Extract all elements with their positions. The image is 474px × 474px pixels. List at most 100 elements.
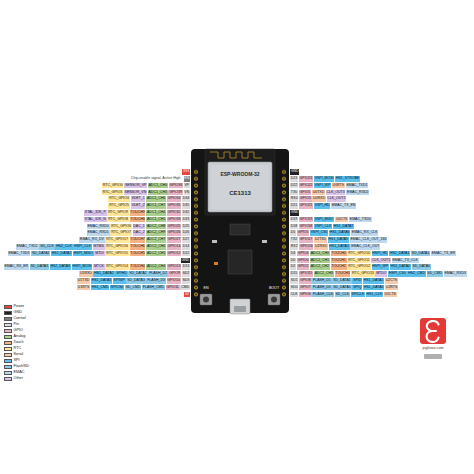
pin-tag: D5: [290, 230, 296, 236]
pin-function: RX0: [291, 196, 298, 200]
pin-function: ADC1_CH6: [147, 196, 165, 200]
pin-tag: D13: [182, 264, 190, 270]
pin-tag: GPIO0: [297, 258, 309, 264]
pin-tag: GPIO19: [299, 217, 313, 223]
pin-tag: HS1_DATA6: [329, 230, 350, 236]
legend-swatch: [4, 335, 12, 339]
pin-tag: ADC2_CH0: [310, 251, 330, 257]
legend-text: GPIO: [14, 328, 24, 332]
pin-tag: GPIO22: [299, 183, 313, 189]
board-marking: ESP-WROOM-32: [220, 172, 259, 178]
pin-function: HSPI_HD: [372, 251, 387, 255]
pin-tag: ADC1_CH6: [146, 196, 166, 202]
pin-function: SD_DATA1: [412, 251, 430, 255]
pin-tag: 5V: [184, 292, 190, 298]
pin-function: SD1: [291, 278, 298, 282]
pin-tag: 3V3: [182, 169, 190, 175]
pin-tag: D26: [182, 230, 190, 236]
pin-tag: SD2: [182, 271, 190, 277]
pin-tag: VSPI_MISO: [314, 217, 334, 223]
right-header: [280, 169, 288, 298]
legend-entry: Pin: [4, 322, 19, 327]
legend-text: GND: [14, 310, 22, 314]
pin-tag: SD_DATA1: [332, 278, 351, 284]
pin-tag: D18: [290, 224, 298, 230]
pin-tag: CLK_OUT2: [327, 196, 347, 202]
legend-entry: Analog: [4, 334, 25, 339]
pin-tag: U0RXD: [312, 196, 325, 202]
legend-swatch: [4, 371, 12, 375]
pin-function: HSPI_MOSI: [72, 264, 91, 268]
pin-tag: EMAC_CLK_OUT: [350, 244, 380, 250]
pin-tag: GPIO25: [167, 224, 181, 230]
legend-swatch: [4, 317, 12, 321]
pin-tag: GPIO8: [299, 278, 311, 284]
pin-tag: SD_CMD: [125, 285, 141, 291]
pin-tag: SD_DATA0: [412, 264, 431, 270]
pin-tag: GND: [290, 210, 299, 216]
legend-swatch: [4, 341, 12, 345]
pin-function: SD_CMD: [126, 285, 141, 289]
pin-tag: GPIO21: [299, 203, 313, 209]
pin-function: EMAC_RX_CLK: [352, 230, 378, 234]
pin-tag: RTC_GPIO16: [105, 244, 128, 250]
pin-tag: VDET_1: [131, 196, 146, 202]
pin-function: HS1_STROBE: [336, 176, 359, 180]
smd-part: [212, 240, 217, 243]
pin-function: GPIO19: [300, 217, 313, 221]
pin-function: D34: [183, 196, 189, 200]
pin-tag: GPIO10: [167, 278, 181, 284]
pin-function: HS2_DATA2: [52, 251, 72, 255]
pin-tag: GPIO14: [167, 244, 181, 250]
pin-tag: RTC_GPIO7: [110, 230, 131, 236]
pin-tag: TOUCH0: [331, 251, 347, 257]
pin-tag: HS1_DATA1: [363, 278, 384, 284]
pin-tag: ADC2_CH9: [146, 230, 166, 236]
pin-function: ADC2_CH0: [311, 251, 329, 255]
pin-function: SD_DATA3: [127, 278, 145, 282]
pin-function: EN: [184, 176, 189, 180]
pin-function: TOUCH7: [130, 237, 144, 241]
pin-function: ADC1_CH3: [149, 190, 167, 194]
pin-tag: D2: [290, 264, 296, 270]
pin-function: U1CTS: [384, 292, 395, 296]
pin-tag: GPIO11: [166, 285, 180, 291]
pin-tag: U2CTS: [385, 278, 398, 284]
pin-tag: D15: [290, 271, 298, 277]
pin-function: EMAC_RXD0: [87, 224, 108, 228]
pin-tag: GPIO16: [299, 244, 313, 250]
pin-function: D0: [291, 258, 295, 262]
pin-function: TOUCH8: [130, 217, 144, 221]
pin-tag: HS2_DATA0: [390, 264, 411, 270]
pin-function: EMAC_TXD3: [8, 251, 29, 255]
pin-tag: SD_DATA2: [31, 251, 50, 257]
legend-entry: Touch: [4, 340, 24, 345]
pin-tag: TOUCH7: [130, 237, 146, 243]
pin-function: CLK_OUT2: [327, 196, 345, 200]
pin-tag: GPIO2: [297, 264, 309, 270]
pin-function: D5: [291, 230, 295, 234]
pin-function: U2CTS: [386, 278, 397, 282]
pin-tag: RTC_GPIO13: [351, 271, 374, 277]
legend-text: EMAC: [14, 370, 25, 374]
pin-function: GPIO0: [298, 258, 309, 262]
pin-tag: VDET_2: [131, 203, 146, 209]
pin-function: RTC_GPIO13: [352, 271, 374, 275]
pin-tag: ADC2_CH5: [146, 251, 166, 257]
pin-function: MTDI: [95, 251, 104, 255]
pin-tag: SPICS0: [110, 285, 124, 291]
pin-function: ADC2_CH8: [147, 224, 165, 228]
pin-tag: FLASH_D1: [312, 278, 331, 284]
pin-function: RTC_GPIO4: [109, 196, 129, 200]
pin-tag: SD_DATA3: [30, 264, 49, 270]
pin-function: FLASH_D1: [313, 278, 331, 282]
pin-function: ADC1_CH5: [147, 217, 165, 221]
pin-tag: CLK_OUT1: [371, 258, 391, 264]
pin-function: TOUCH6: [130, 244, 144, 248]
pin-note: Chip-enable signal, Active High: [131, 177, 181, 181]
pin-tag: EMAC_RXD1: [87, 230, 110, 236]
pin-function: GPIO36: [169, 183, 182, 187]
pin-function: TOUCH0: [331, 251, 345, 255]
pin-function: EMAC_TX_EN: [332, 203, 355, 207]
pin-function: MTMS: [93, 244, 103, 248]
